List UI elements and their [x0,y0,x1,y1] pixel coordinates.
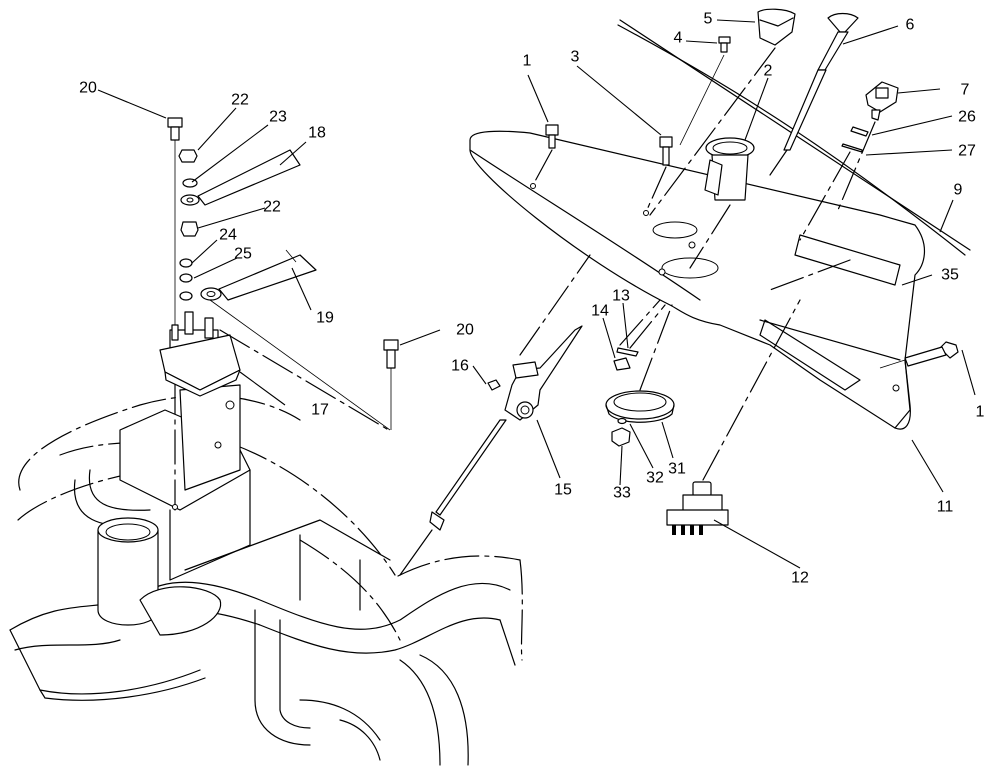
callout-labels: 1 1 2 3 4 5 6 7 9 11 12 13 14 15 16 17 1… [79,11,984,587]
callout-23: 23 [269,109,287,126]
callout-12: 12 [791,570,809,587]
callout-11: 11 [937,499,954,516]
callout-7: 7 [961,82,970,99]
callout-18: 18 [308,125,326,142]
bolt-1-right [879,341,959,369]
dash-panel [469,130,925,430]
callout-22-top: 22 [231,92,249,109]
callout-2: 2 [764,63,773,80]
callout-22-lower: 22 [263,199,281,216]
callout-13: 13 [612,288,630,305]
callout-1-left: 1 [523,53,532,70]
solenoid-assembly [159,117,393,433]
callout-24: 24 [219,227,237,244]
callout-33: 33 [613,485,631,502]
callout-9: 9 [954,182,963,199]
callout-25: 25 [234,246,252,263]
bolt-20-right [383,339,399,430]
callout-20-right: 20 [456,322,474,339]
tractor-frame-phantom [9,379,523,766]
callout-27: 27 [958,143,976,160]
callout-15: 15 [554,482,572,499]
callout-3: 3 [571,49,580,66]
dash-top-parts [532,8,899,291]
callout-14: 14 [591,303,609,320]
callout-32: 32 [646,470,664,487]
callout-35: 35 [941,267,959,284]
callout-31: 31 [668,461,686,478]
callout-17: 17 [311,402,329,419]
callout-1-right: 1 [976,404,985,421]
callout-20-left: 20 [79,80,97,97]
callout-5: 5 [704,11,713,28]
callout-26: 26 [958,109,976,126]
callout-19: 19 [316,310,334,327]
callout-6: 6 [906,17,915,34]
callout-4: 4 [674,30,683,47]
leader-lines [97,19,976,569]
callout-16: 16 [451,358,469,375]
throttle-assembly [399,254,801,576]
